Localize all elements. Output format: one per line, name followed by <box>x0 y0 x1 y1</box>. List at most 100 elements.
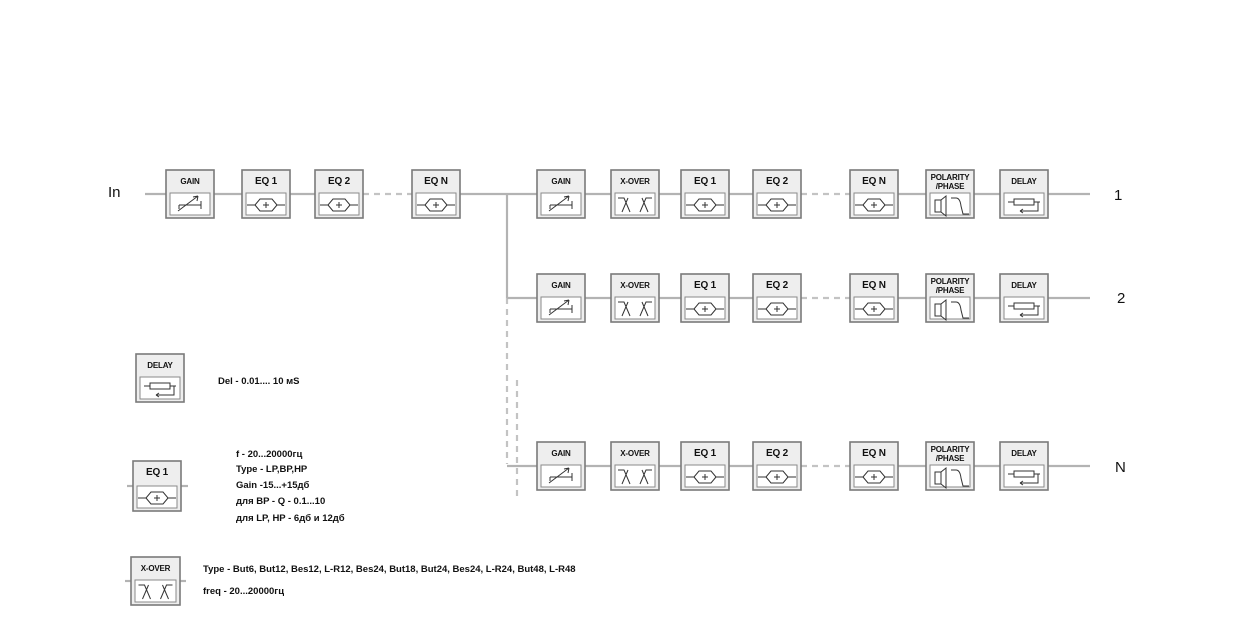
eq-center-icon <box>871 202 877 208</box>
ch1-eq2-block-label: EQ 2 <box>766 176 789 187</box>
io-labels: In 1 2 N <box>108 184 1126 476</box>
variable-resistor-icon <box>549 305 573 313</box>
chn-polarity-block-label-2: /PHASE <box>936 454 965 463</box>
legend-xover-block: X-OVER <box>130 556 181 606</box>
ch2-eqn-block: EQ N <box>849 273 899 323</box>
ch1-polarity-block-label-1: POLARITY <box>931 173 971 182</box>
ch2-delay-block-label: DELAY <box>1011 281 1037 290</box>
delay-buffer-icon <box>1013 198 1035 206</box>
ch1-gain-block-label: GAIN <box>551 177 571 186</box>
crossover-curve-icon <box>618 301 652 317</box>
ch1-eq1-block-label: EQ 1 <box>694 176 717 187</box>
legend-xover-block-label: X-OVER <box>141 564 171 573</box>
speaker-cone-icon <box>940 466 947 490</box>
crossover-curve-icon <box>618 197 652 213</box>
ch1-xover-block: X-OVER <box>610 169 660 219</box>
chn-xover-block-label: X-OVER <box>620 449 650 458</box>
eq-curve-icon <box>320 198 358 212</box>
ch1-xover-block-label: X-OVER <box>620 177 650 186</box>
chn-delay-block-label: DELAY <box>1011 449 1037 458</box>
ch2-xover-block-label: X-OVER <box>620 281 650 290</box>
eq-curve-icon <box>855 470 893 484</box>
ch2-eq1-block: EQ 1 <box>680 273 730 323</box>
chn-polarity-block-label-1: POLARITY <box>931 445 971 454</box>
ch2-polarity-block-label-1: POLARITY <box>931 277 971 286</box>
chn-gain-block-label: GAIN <box>551 449 571 458</box>
legend-eq-line-5: для LP, HP - 6дб и 12дб <box>236 513 345 524</box>
ch2-gain-block-symbol-area <box>540 296 582 320</box>
legend-delay-block: DELAY <box>135 353 185 403</box>
eq-center-icon <box>702 202 708 208</box>
eq-center-icon <box>154 495 160 501</box>
ch1-eqn-block-label: EQ N <box>862 176 886 187</box>
ch2-eq2-block-label: EQ 2 <box>766 280 789 291</box>
ch2-eq1-block-label: EQ 1 <box>694 280 717 291</box>
ch1-polarity-block-symbol-area <box>929 192 971 216</box>
input-gain-block-symbol-area <box>169 192 211 216</box>
gain-arrow-icon <box>177 195 199 212</box>
chn-eqn-block-label: EQ N <box>862 448 886 459</box>
chn-eq1-block-label: EQ 1 <box>694 448 717 459</box>
eq-center-icon <box>336 202 342 208</box>
ch1-eq2-block: EQ 2 <box>752 169 802 219</box>
eq-curve-icon <box>686 302 724 316</box>
ch1-eq1-block: EQ 1 <box>680 169 730 219</box>
ch2-polarity-block-symbol-area <box>929 296 971 320</box>
gain-arrow-icon <box>548 195 570 212</box>
eq-curve-icon <box>686 470 724 484</box>
ch1-gain-block-symbol-area <box>540 192 582 216</box>
phase-curve-icon <box>951 197 969 215</box>
eq-curve-icon <box>417 198 455 212</box>
input-label: In <box>108 184 121 201</box>
gain-arrow-icon <box>548 467 570 484</box>
phase-curve-icon <box>951 301 969 319</box>
legend: Del - 0.01.... 10 мS f - 20...20000гц Ty… <box>203 376 576 597</box>
gain-arrow-icon <box>548 299 570 316</box>
eq-curve-icon <box>686 198 724 212</box>
input-eqn-block-label: EQ N <box>424 176 448 187</box>
output-label-n: N <box>1115 459 1126 476</box>
speaker-icon <box>934 199 942 213</box>
eq-curve-icon <box>758 302 796 316</box>
input-eqn-block: EQ N <box>411 169 461 219</box>
eq-center-icon <box>702 474 708 480</box>
eq-center-icon <box>774 202 780 208</box>
ch1-polarity-block-label-2: /PHASE <box>936 182 965 191</box>
ch1-polarity-block: POLARITY/PHASE <box>925 169 975 219</box>
ch1-delay-block: DELAY <box>999 169 1049 219</box>
eq-center-icon <box>774 474 780 480</box>
legend-delay-line-1: Del - 0.01.... 10 мS <box>218 376 299 387</box>
speaker-cone-icon <box>940 298 947 322</box>
ch2-xover-block-symbol-area <box>614 296 656 320</box>
delay-line-icon <box>144 385 176 398</box>
ch2-eq2-block: EQ 2 <box>752 273 802 323</box>
variable-resistor-icon <box>178 201 202 209</box>
input-eq1-block-label: EQ 1 <box>255 176 278 187</box>
legend-delay-block-label: DELAY <box>147 361 173 370</box>
crossover-curve-icon <box>618 469 652 485</box>
eq-center-icon <box>702 306 708 312</box>
eq-curve-icon <box>758 470 796 484</box>
legend-eq-line-3: Gain -15...+15дб <box>236 480 310 491</box>
eq-curve-icon <box>758 198 796 212</box>
input-eq1-block: EQ 1 <box>241 169 291 219</box>
speaker-icon <box>934 303 942 317</box>
eq-center-icon <box>263 202 269 208</box>
chn-eq1-block: EQ 1 <box>680 441 730 491</box>
eq-curve-icon <box>138 491 176 505</box>
chn-eq2-block: EQ 2 <box>752 441 802 491</box>
ch1-delay-block-label: DELAY <box>1011 177 1037 186</box>
eq-center-icon <box>871 306 877 312</box>
legend-eq-line-2: Type - LP,BP,HP <box>236 464 308 475</box>
speaker-icon <box>934 471 942 485</box>
input-gain-block: GAIN <box>165 169 215 219</box>
ch2-gain-block-label: GAIN <box>551 281 571 290</box>
phase-curve-icon <box>951 469 969 487</box>
chn-xover-block-symbol-area <box>614 464 656 488</box>
legend-eq-block-label: EQ 1 <box>146 467 169 478</box>
ch2-delay-block: DELAY <box>999 273 1049 323</box>
input-gain-block-label: GAIN <box>180 177 200 186</box>
ch2-eqn-block-label: EQ N <box>862 280 886 291</box>
ch2-polarity-block-label-2: /PHASE <box>936 286 965 295</box>
